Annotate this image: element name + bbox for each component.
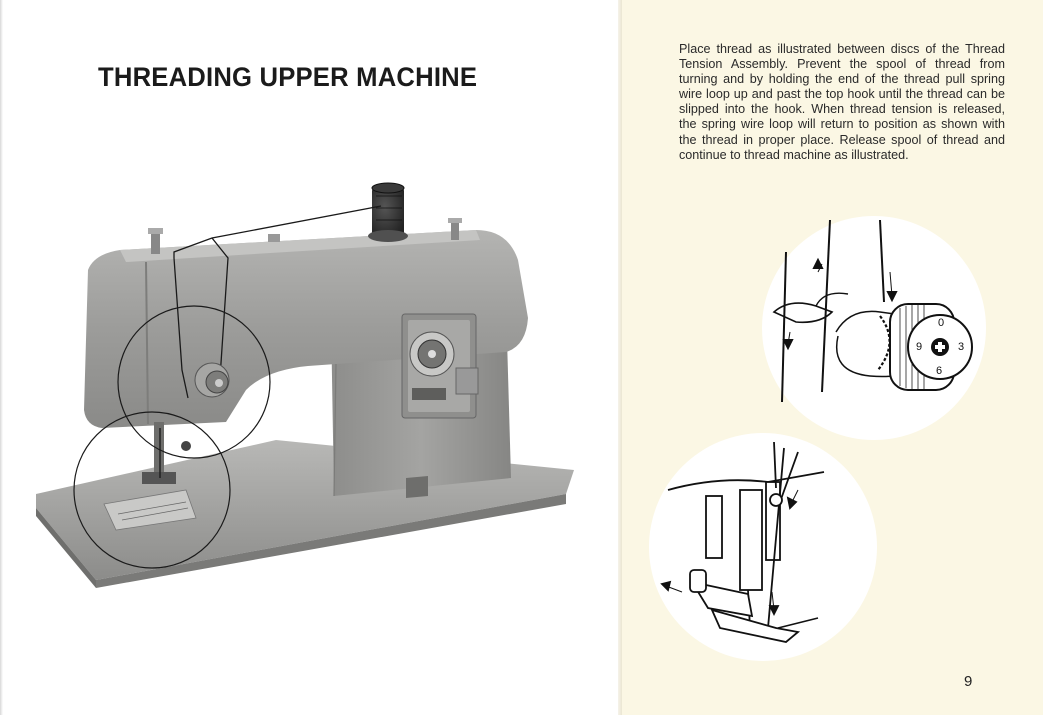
threading-instructions: Place thread as illustrated between disc… [679, 42, 1005, 162]
dial-number-6: 6 [936, 365, 942, 377]
left-page: THREADING UPPER MACHINE [0, 0, 574, 715]
needle-plate [103, 489, 197, 531]
sewing-machine-photo [36, 182, 574, 588]
tension-knob: 0 3 6 9 [889, 303, 973, 391]
dial-number-0: 0 [938, 317, 944, 329]
needle-bar [142, 422, 191, 484]
page-edge [0, 0, 3, 715]
thread-line [173, 205, 382, 399]
control-panel [401, 313, 479, 419]
page-title: THREADING UPPER MACHINE [98, 62, 478, 92]
tension-detail-illustration: 0 3 6 9 [762, 216, 986, 440]
top-spool-pins [148, 218, 462, 254]
tension-assembly [194, 362, 230, 398]
dial-number-9: 9 [916, 341, 922, 353]
dial-number-3: 3 [958, 341, 964, 353]
page-number: 9 [964, 673, 973, 690]
spool-of-thread [368, 182, 408, 242]
detail-highlight-circles [73, 305, 271, 569]
needle-detail-illustration [649, 433, 877, 661]
